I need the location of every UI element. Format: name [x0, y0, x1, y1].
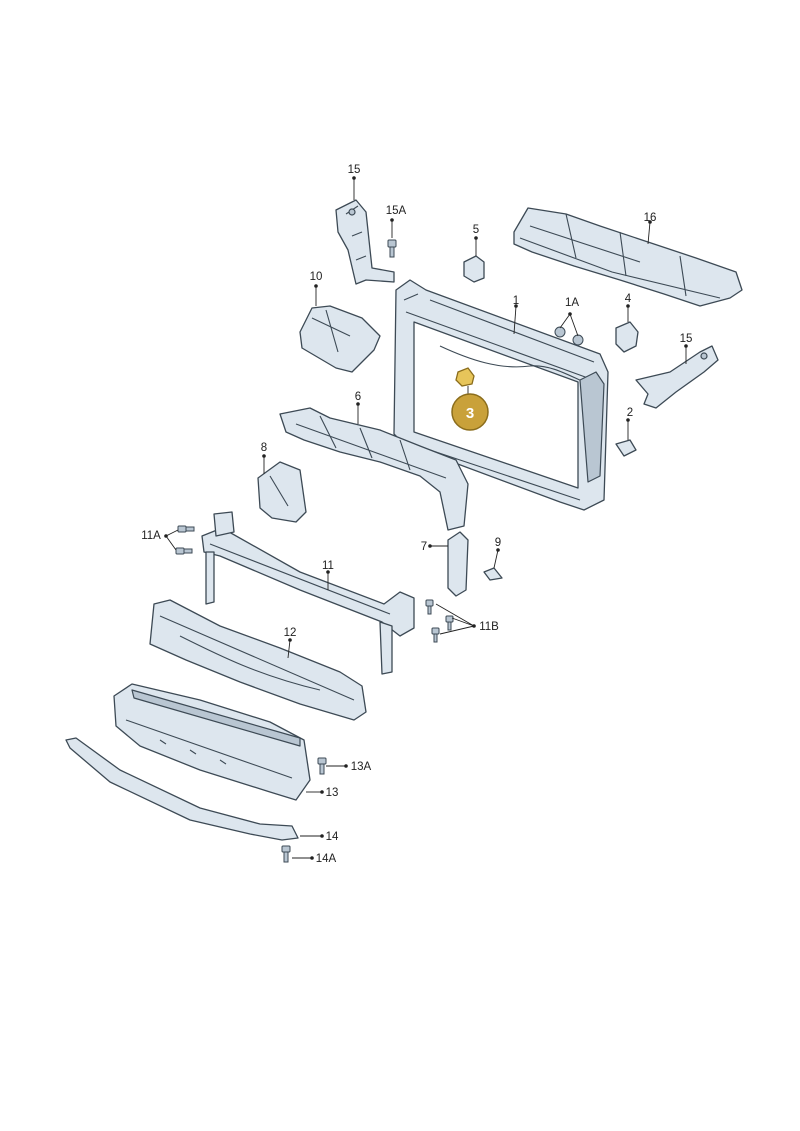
part-13-absorber — [113, 683, 311, 801]
part-7-bracket — [447, 531, 469, 597]
part-15-bracket-right — [635, 345, 719, 409]
part-11b-bolts — [425, 599, 454, 643]
part-labels: 15 15A 5 16 10 1 1A 4 15 2 6 8 11A 7 9 1… — [141, 164, 692, 865]
label-11b: 11B — [479, 621, 499, 633]
label-13a: 13A — [351, 761, 372, 773]
part-10-deflector — [299, 305, 381, 373]
label-15-right: 15 — [680, 333, 693, 345]
part-3-highlighted: 3 — [451, 367, 489, 431]
label-15a: 15A — [386, 205, 407, 217]
part-12-lower-deflector — [149, 599, 367, 721]
label-7: 7 — [421, 541, 427, 553]
part-4-latch — [615, 321, 639, 353]
label-14: 14 — [326, 831, 339, 843]
label-1: 1 — [513, 295, 519, 307]
label-12: 12 — [284, 627, 297, 639]
part-1a-nuts — [554, 326, 584, 346]
label-4: 4 — [625, 293, 632, 305]
label-10: 10 — [310, 271, 323, 283]
part-9-clip — [483, 567, 503, 581]
label-11a: 11A — [141, 530, 161, 542]
part-14a-bolt — [281, 845, 291, 863]
label-9: 9 — [495, 537, 501, 549]
highlight-badge-label: 3 — [466, 405, 474, 422]
label-15-top: 15 — [348, 164, 361, 176]
label-2: 2 — [627, 407, 633, 419]
label-14a: 14A — [316, 853, 337, 865]
label-8: 8 — [261, 442, 267, 454]
part-15-bracket-left — [335, 199, 395, 285]
label-1a: 1A — [565, 297, 579, 309]
part-15a-bolt — [387, 239, 397, 258]
label-5: 5 — [473, 224, 479, 236]
label-11: 11 — [322, 560, 334, 572]
part-11-crossmember — [201, 511, 415, 675]
label-6: 6 — [355, 391, 361, 403]
part-1-front-frame — [393, 279, 609, 511]
part-8-side-deflector — [257, 461, 307, 523]
part-13a-bolt — [317, 757, 327, 775]
part-11a-bolts — [175, 525, 195, 555]
label-16: 16 — [644, 212, 657, 224]
part-6-air-guide — [279, 407, 469, 531]
label-13: 13 — [326, 787, 339, 799]
part-5-clip — [463, 255, 485, 283]
part-2-clip — [615, 439, 637, 457]
part-14-strip — [65, 737, 299, 841]
leader-lines — [164, 176, 688, 860]
part-16-air-duct — [513, 207, 743, 307]
